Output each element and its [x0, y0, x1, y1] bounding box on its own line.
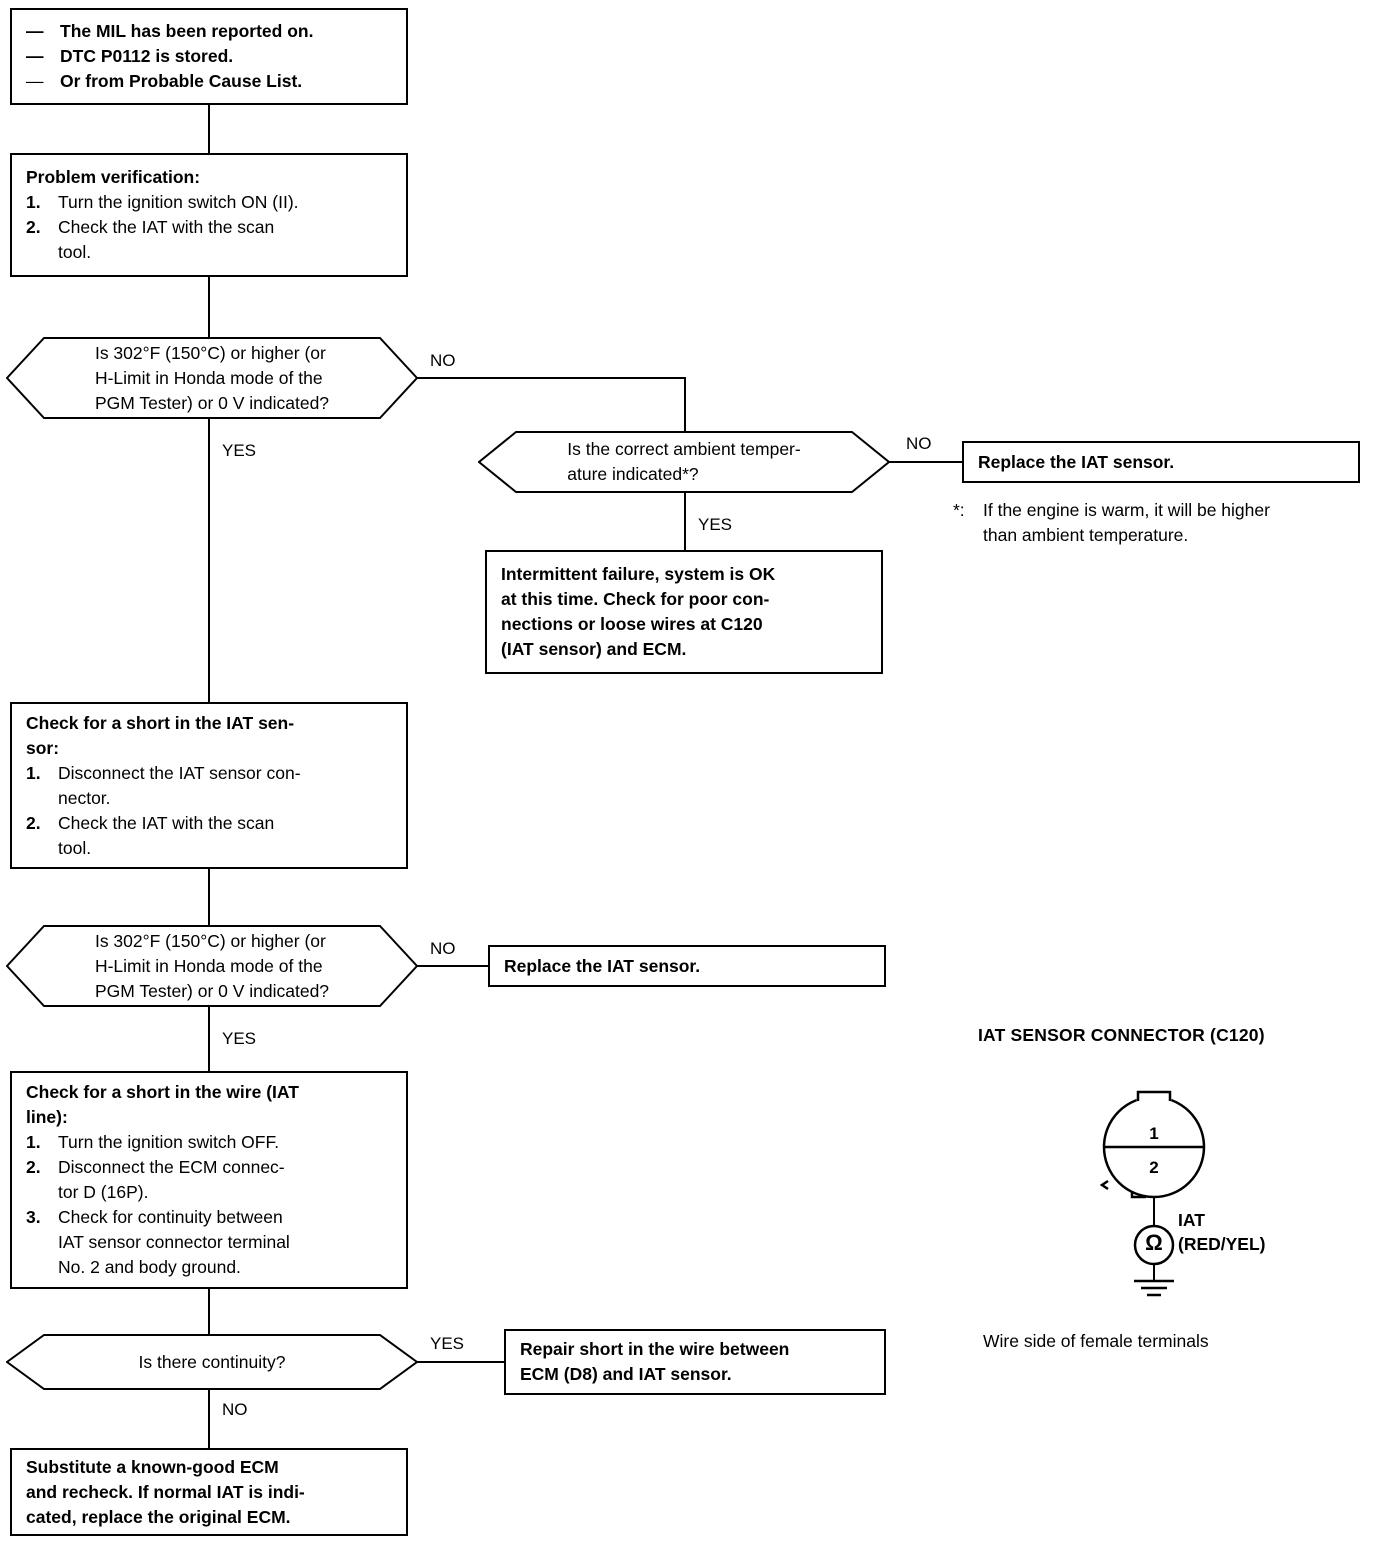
dash-bullet-icon: — — [26, 46, 44, 66]
start-item-2: — Or from Probable Cause List. — [26, 69, 392, 94]
dash-bullet-icon: — — [26, 21, 44, 41]
decision-2-label: Is the correct ambient temper- ature ind… — [567, 439, 801, 484]
decision-3-no-label: NO — [430, 939, 456, 958]
wire-step-1: 1. Turn the ignition switch OFF. — [26, 1132, 280, 1152]
hexagon-shape-icon — [6, 1334, 418, 1390]
connector-wirecheck-to-decision4 — [208, 1289, 210, 1334]
wire-step-3: 3. Check for continuity between — [26, 1207, 283, 1227]
wire-step-2: 2. Disconnect the ECM connec- — [26, 1157, 285, 1177]
problem-verification-heading: Problem verification: — [26, 167, 201, 187]
branch-d3-yes-vertical — [208, 1007, 210, 1071]
decision-3-label: Is 302°F (150°C) or higher (or H-Limit i… — [94, 930, 330, 1001]
branch-d2-no-horizontal — [888, 461, 962, 463]
branch-d2-yes-vertical — [684, 493, 686, 550]
decision-3-is-302f-or-0v: Is 302°F (150°C) or higher (or H-Limit i… — [6, 925, 418, 1007]
decision-2-no-label: NO — [906, 434, 932, 453]
connector-illustration-title: IAT SENSOR CONNECTOR (C120) — [978, 1025, 1265, 1045]
branch-d3-no-horizontal — [416, 965, 488, 967]
check-short-wire-box: Check for a short in the wire (IAT line)… — [10, 1071, 408, 1289]
replace-iat-sensor-box-2: Replace the IAT sensor. — [488, 945, 886, 987]
branch-d4-yes-horizontal — [416, 1361, 504, 1363]
dash-bullet-icon: — — [26, 71, 44, 91]
decision-1-label: Is 302°F (150°C) or higher (or H-Limit i… — [94, 342, 330, 413]
connector-pin-1-number: 1 — [1149, 1124, 1159, 1143]
decision-1-no-label: NO — [430, 351, 456, 370]
decision-4-is-there-continuity: Is there continuity? — [6, 1334, 418, 1390]
problem-verification-box: Problem verification: 1. Turn the igniti… — [10, 153, 408, 277]
connector-pin-2-number: 2 — [1149, 1158, 1159, 1177]
substitute-ecm-box: Substitute a known-good ECM and recheck.… — [10, 1448, 408, 1536]
connector-verification-to-decision1 — [208, 277, 210, 337]
asterisk-marker: *: — [953, 500, 965, 520]
start-box: — The MIL has been reported on. — DTC P0… — [10, 8, 408, 105]
start-item-1: — DTC P0112 is stored. — [26, 44, 392, 69]
check-short-iat-sensor-box: Check for a short in the IAT sen- sor: 1… — [10, 702, 408, 869]
branch-d1-yes-vertical — [208, 419, 210, 702]
branch-d1-no-vertical — [684, 377, 686, 431]
connector-sensorcheck-to-decision3 — [208, 869, 210, 925]
decision-2-yes-label: YES — [698, 515, 733, 534]
sensor-step-2: 2. Check the IAT with the scan — [26, 812, 275, 833]
iat-connector-diagram — [1060, 1085, 1260, 1300]
decision-1-is-302f-or-0v: Is 302°F (150°C) or higher (or H-Limit i… — [6, 337, 418, 419]
verification-step-1: 1. Turn the ignition switch ON (II). — [26, 192, 299, 212]
decision-3-yes-label: YES — [222, 1029, 257, 1048]
connector-illustration-caption: Wire side of female terminals — [983, 1331, 1209, 1351]
decision-2-correct-ambient-temperature: Is the correct ambient temper- ature ind… — [478, 431, 890, 493]
hexagon-shape-icon — [478, 431, 890, 493]
ambient-temperature-footnote: *: If the engine is warm, it will be hig… — [953, 500, 1270, 545]
connector-start-to-verification — [208, 105, 210, 153]
start-item-0: — The MIL has been reported on. — [26, 19, 392, 44]
decision-1-yes-label: YES — [222, 441, 257, 460]
branch-d1-no-horizontal — [416, 377, 686, 379]
branch-d4-no-vertical — [208, 1390, 210, 1448]
hexagon-shape-icon — [6, 925, 418, 1007]
repair-short-wire-box: Repair short in the wire between ECM (D8… — [504, 1329, 886, 1395]
sensor-step-1: 1. Disconnect the IAT sensor con- — [26, 762, 301, 783]
replace-iat-sensor-box-1: Replace the IAT sensor. — [962, 441, 1360, 483]
decision-4-yes-label: YES — [430, 1334, 465, 1353]
ohmmeter-omega-symbol: Ω — [1145, 1230, 1163, 1255]
connector-schematic-icon — [1099, 1089, 1206, 1297]
decision-4-no-label: NO — [222, 1400, 248, 1419]
intermittent-failure-box: Intermittent failure, system is OK at th… — [485, 550, 883, 674]
decision-4-label: Is there continuity? — [138, 1351, 286, 1372]
verification-step-2: 2. Check the IAT with the scan — [26, 217, 275, 237]
iat-wire-label: IAT (RED/YEL) — [1178, 1210, 1266, 1254]
hexagon-shape-icon — [6, 337, 418, 419]
